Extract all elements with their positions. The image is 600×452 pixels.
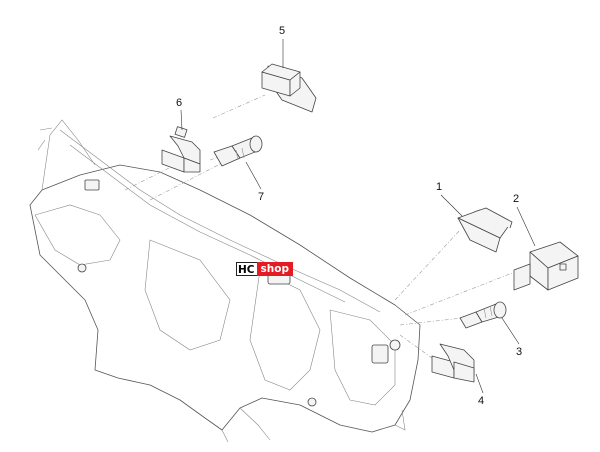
callout-6: 6 bbox=[176, 97, 183, 109]
logo-shop-text: shop bbox=[256, 262, 293, 276]
part-5-switch-cover bbox=[261, 63, 317, 113]
callout-2: 2 bbox=[513, 193, 520, 205]
callout-1: 1 bbox=[436, 181, 443, 193]
part-4-switch bbox=[431, 343, 475, 383]
part-7-connector bbox=[213, 135, 263, 167]
leader-lines bbox=[180, 39, 536, 394]
part-6-switch bbox=[161, 126, 201, 173]
callout-4: 4 bbox=[478, 395, 485, 407]
logo-hc-text: HC bbox=[236, 262, 257, 276]
callout-5: 5 bbox=[279, 25, 286, 37]
callout-7: 7 bbox=[258, 191, 265, 203]
part-2-switch bbox=[513, 241, 579, 291]
callout-3: 3 bbox=[516, 346, 523, 358]
assembly-lines bbox=[124, 94, 521, 359]
handlebar-cover bbox=[29, 119, 421, 443]
hcshop-logo: HC shop bbox=[236, 262, 293, 276]
part-1-switch-cover bbox=[457, 207, 513, 253]
part-3-connector bbox=[459, 301, 507, 329]
